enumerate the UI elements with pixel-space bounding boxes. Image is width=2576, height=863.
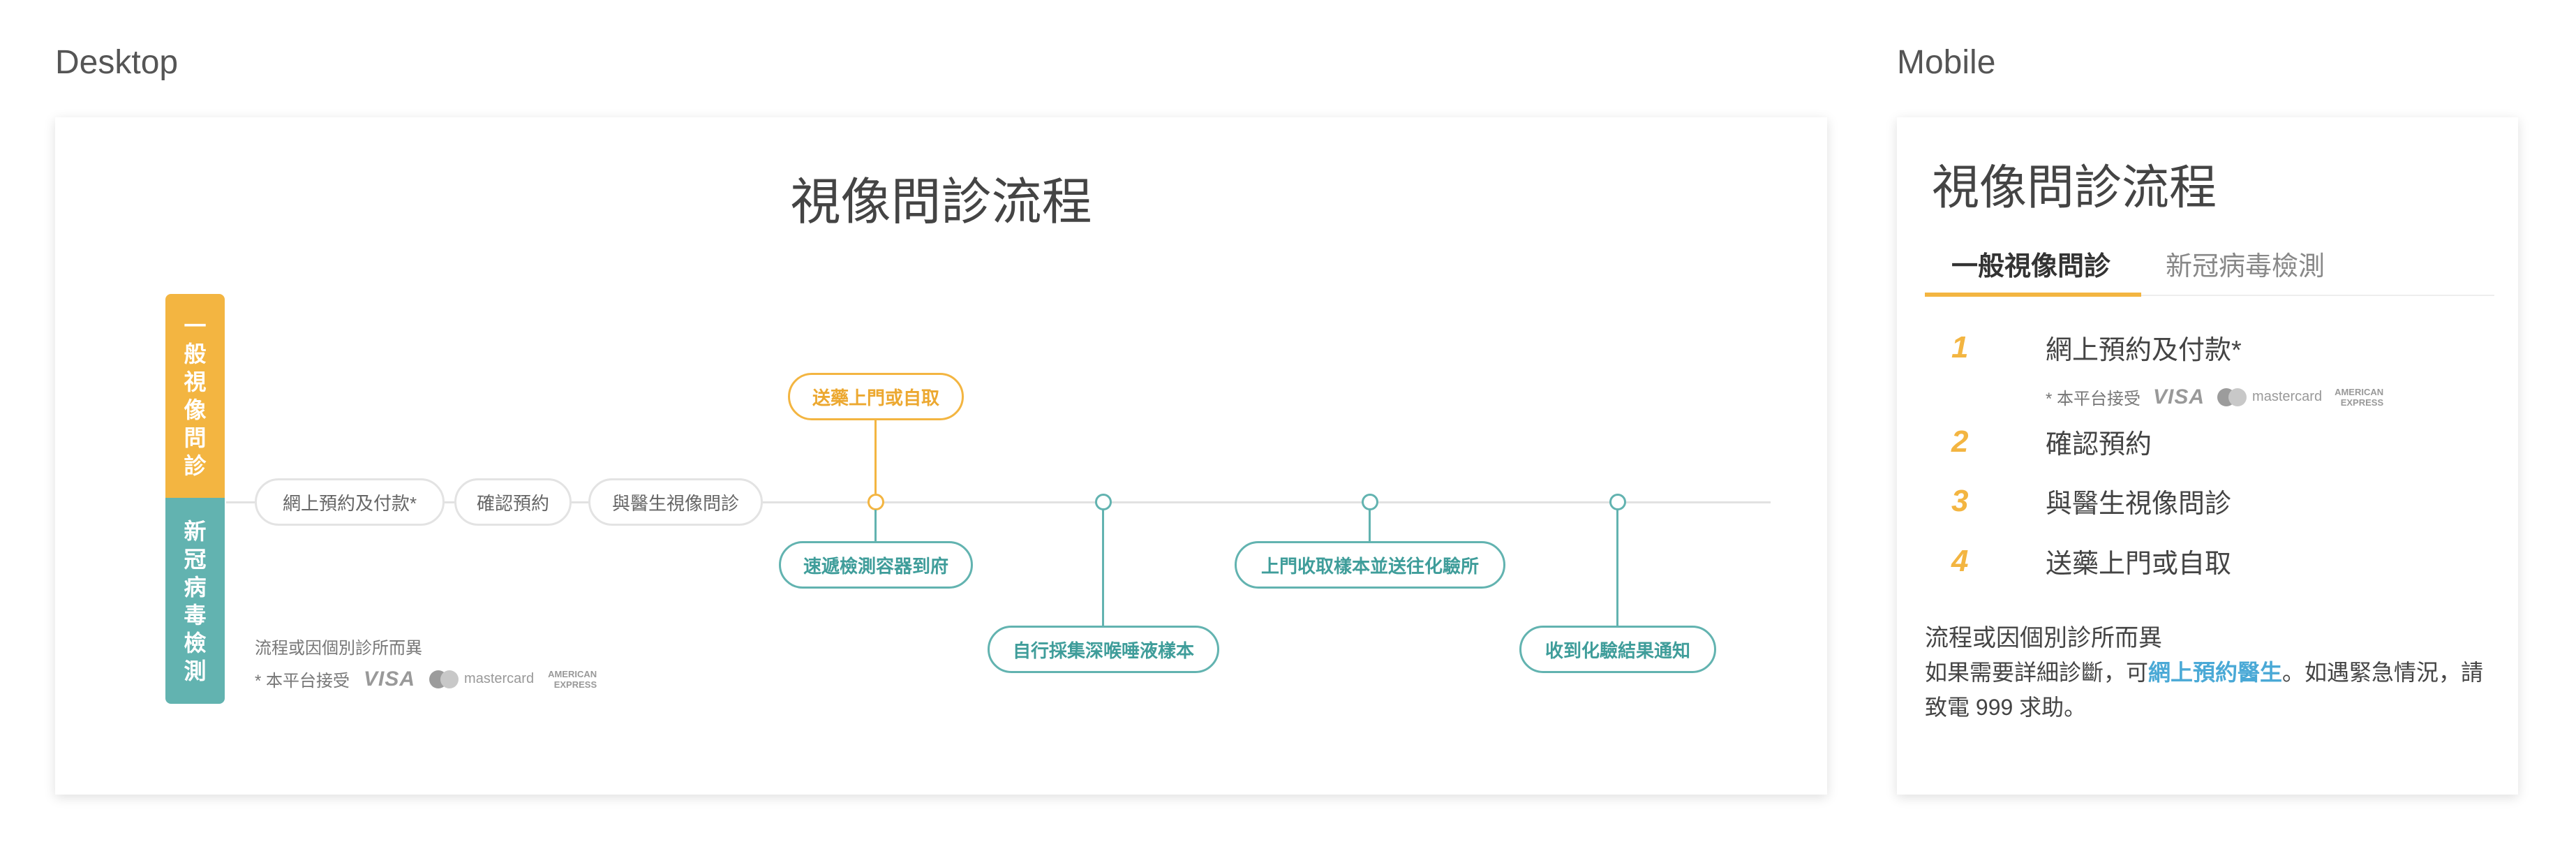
mobile-step-2: 2 確認預約 (1951, 422, 2152, 461)
visa-logo-icon: VISA (364, 667, 416, 691)
desktop-label: Desktop (55, 44, 179, 81)
payment-prefix: * 本平台接受 (255, 672, 350, 691)
tab-general[interactable]: 一般視像問診 (1951, 252, 2111, 281)
step-label: 送藥上門或自取 (2046, 549, 2232, 579)
step-number: 1 (1951, 330, 1969, 364)
step-delivery-pickup: 送藥上門或自取 (788, 373, 964, 420)
mobile-step-1: 1 網上預約及付款* (1951, 328, 2242, 367)
tab-divider (1925, 295, 2494, 296)
step-confirm: 確認預約 (454, 478, 572, 526)
connector-yellow (874, 420, 877, 494)
node-result (1609, 494, 1626, 510)
desktop-title: 視像問診流程 (790, 175, 1092, 230)
visa-logo-icon: VISA (2153, 385, 2205, 408)
payment-prefix: * 本平台接受 (2046, 390, 2141, 408)
mobile-card: 視像問診流程 一般視像問診 新冠病毒檢測 1 網上預約及付款* * 本平台接受 … (1897, 117, 2518, 795)
mastercard-text: mastercard (2252, 389, 2323, 404)
desktop-note: 流程或因個別診所而異 (255, 639, 422, 658)
step-book-pay: 網上預約及付款* (255, 478, 445, 526)
step-result-notify: 收到化驗結果通知 (1519, 626, 1716, 673)
amex-logo-icon: AMERICAN EXPRESS (548, 668, 597, 690)
mobile-step-3: 3 與醫生視像問診 (1951, 482, 2231, 520)
step-courier-container: 速遞檢測容器到府 (779, 541, 973, 589)
connector-teal-1 (874, 510, 877, 541)
connector-teal-4 (1616, 510, 1618, 626)
step-number: 2 (1951, 424, 1969, 459)
step-video-consult: 與醫生視像問診 (588, 478, 763, 526)
step-number: 4 (1951, 543, 1969, 578)
step-number: 3 (1951, 483, 1969, 518)
step-self-sample: 自行採集深喉唾液樣本 (988, 626, 1219, 673)
step-label: 與醫生視像問診 (2046, 489, 2232, 519)
category-general-label: 一般視像問診 (184, 314, 207, 478)
category-general: 一般視像問診 (165, 294, 225, 498)
step-label: 網上預約及付款* (2046, 336, 2242, 365)
node-self-sample (1095, 494, 1112, 510)
category-covid: 新冠病毒檢測 (165, 498, 225, 704)
mobile-payment-row: * 本平台接受 VISA mastercard AMERICAN EXPRESS (2046, 385, 2383, 409)
node-delivery (868, 494, 884, 510)
desktop-card: 視像問診流程 一般視像問診 新冠病毒檢測 網上預約及付款* 確認預約 與醫生視像… (55, 117, 1827, 795)
tab-active-indicator (1925, 293, 2141, 297)
mobile-step-4: 4 送藥上門或自取 (1951, 542, 2231, 580)
mastercard-logo-icon: mastercard (2217, 388, 2322, 406)
mobile-label: Mobile (1897, 44, 1996, 81)
mastercard-text: mastercard (464, 671, 535, 686)
connector-teal-2 (1102, 510, 1104, 626)
book-doctor-link[interactable]: 網上預約醫生 (2148, 660, 2283, 685)
amex-logo-icon: AMERICAN EXPRESS (2335, 386, 2384, 408)
mastercard-logo-icon: mastercard (429, 670, 534, 688)
desktop-payment-row: * 本平台接受 VISA mastercard AMERICAN EXPRESS (255, 667, 597, 691)
mobile-title: 視像問診流程 (1932, 161, 2217, 214)
connector-teal-3 (1369, 510, 1371, 541)
category-covid-label: 新冠病毒檢測 (184, 518, 207, 684)
mobile-notice: 如果需要詳細診斷，可網上預約醫生。如遇緊急情況，請致電 999 求助。 (1925, 660, 2484, 720)
mobile-note: 流程或因個別診所而異 (1925, 625, 2162, 651)
flow-line (226, 501, 1771, 503)
step-label: 確認預約 (2046, 430, 2152, 459)
step-pickup-lab: 上門收取樣本並送往化驗所 (1235, 541, 1505, 589)
node-pickup-lab (1362, 494, 1378, 510)
tab-covid[interactable]: 新冠病毒檢測 (2166, 252, 2325, 281)
